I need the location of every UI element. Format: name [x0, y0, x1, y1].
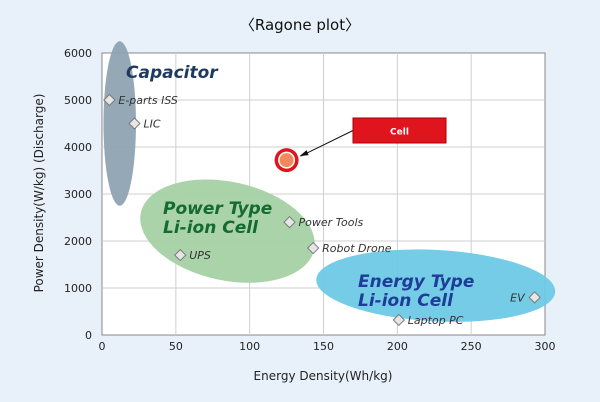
x-tick-label: 200 — [387, 340, 408, 353]
data-point-label: EV — [510, 291, 526, 304]
y-tick-label: 4000 — [64, 141, 92, 154]
callout-box — [352, 117, 447, 144]
y-tick-label: 2000 — [64, 235, 92, 248]
x-tick-label: 100 — [239, 340, 260, 353]
highlight-point — [279, 153, 294, 168]
data-point-marker — [174, 248, 187, 262]
data-point-marker — [528, 291, 541, 304]
region-label: Capacitor — [126, 63, 219, 83]
data-point-label: Power Tools — [299, 216, 364, 229]
x-tick-label: 300 — [535, 340, 556, 353]
data-point-label: Laptop PC — [408, 314, 464, 327]
callout-arrowhead — [299, 150, 309, 157]
x-tick-label: 0 — [99, 340, 106, 353]
data-point-marker — [103, 93, 116, 107]
region-label-line: Energy Type — [358, 272, 474, 292]
highlight-layer: Cell — [274, 117, 447, 173]
x-tick-label: 150 — [313, 340, 334, 353]
data-point-marker — [306, 241, 320, 255]
data-point-label: Robot Drone — [322, 242, 392, 255]
y-tick-label: 0 — [85, 329, 92, 342]
y-tick-label: 5000 — [64, 94, 92, 107]
y-tick-label: 1000 — [64, 282, 92, 295]
x-axis-label: Energy Density(Wh/kg) — [253, 369, 393, 383]
chart-title: 〈Ragone plot〉 — [239, 16, 361, 34]
data-point-marker — [128, 117, 141, 130]
callout-label: Cell — [390, 128, 409, 138]
y-axis-label: Power Density(W/kg) (Discharge) — [32, 93, 46, 293]
region-label-line: Li-ion Cell — [163, 218, 259, 238]
region-label-line: Li-ion Cell — [358, 291, 454, 311]
data-point-label: LIC — [143, 118, 160, 131]
y-tick-label: 3000 — [64, 188, 92, 201]
region-label-line: Capacitor — [126, 63, 219, 83]
data-point-marker — [283, 215, 296, 229]
data-point-label: E-parts ISS — [118, 94, 178, 107]
y-tick-label: 6000 — [64, 47, 92, 60]
region-label-line: Power Type — [163, 199, 272, 219]
data-point-marker — [392, 313, 406, 327]
data-point-label: UPS — [189, 249, 211, 262]
region-ellipse — [103, 41, 136, 206]
region-ellipse — [316, 249, 556, 322]
x-tick-label: 250 — [461, 340, 482, 353]
callout-line — [300, 130, 354, 157]
x-tick-label: 50 — [169, 340, 183, 353]
